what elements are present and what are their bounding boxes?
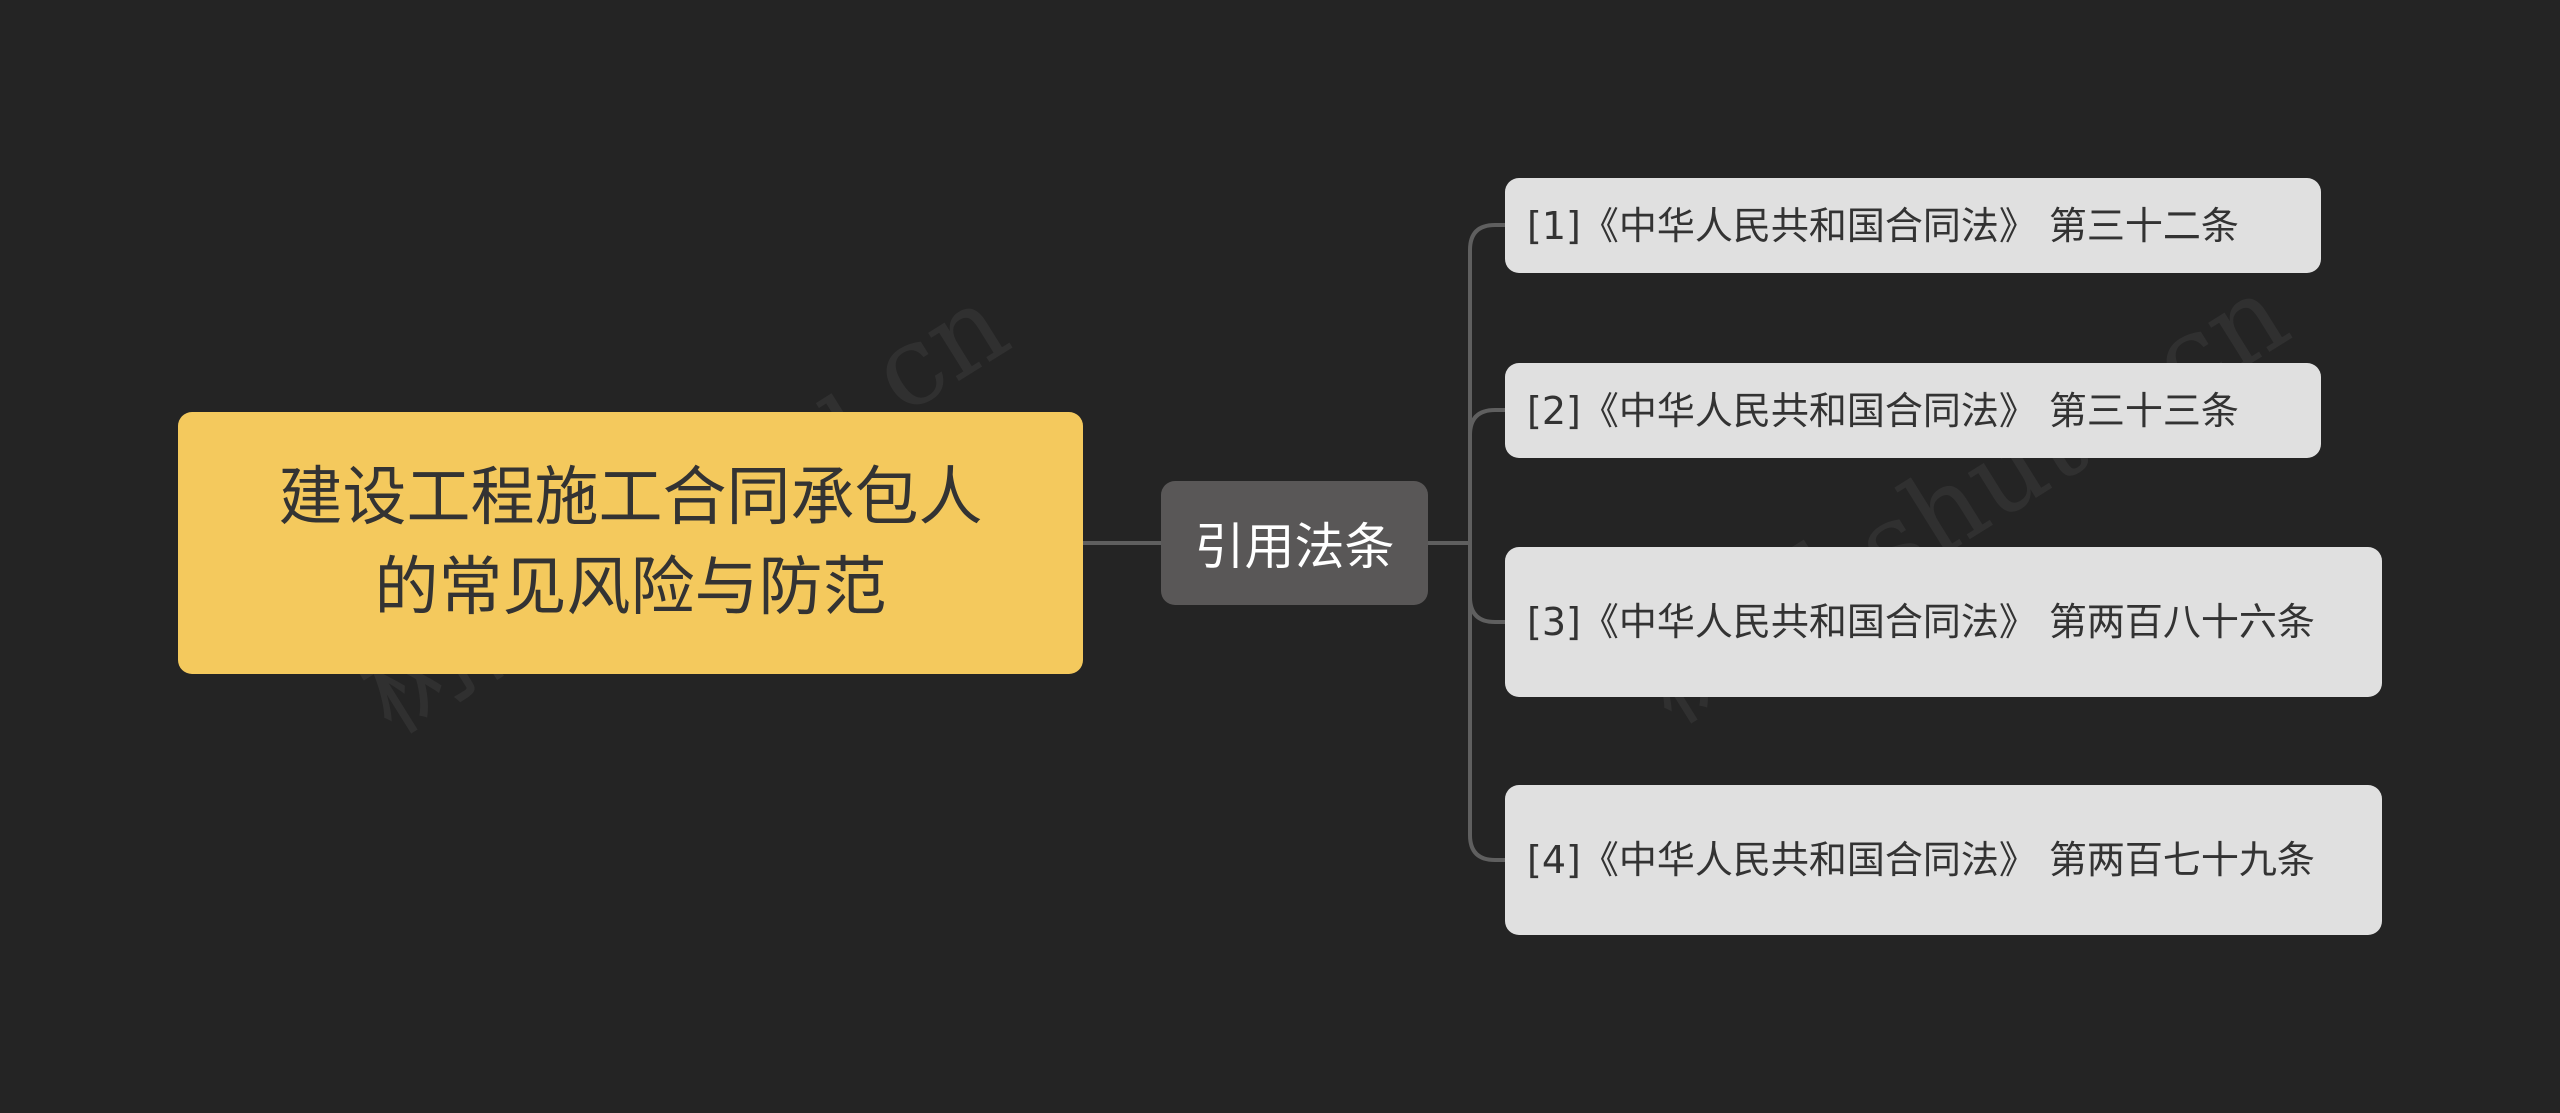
root-topic-text: 建设工程施工合同承包人 的常见风险与防范: [279, 453, 983, 633]
leaf-topic-node-3[interactable]: [3]《中华人民共和国合同法》 第两百八十六条: [1505, 547, 2382, 697]
branch-topic-label: 引用法条: [1194, 518, 1395, 576]
leaf-topic-label-3: [3]《中华人民共和国合同法》 第两百八十六条: [1527, 600, 2315, 644]
root-topic-line-2: 的常见风险与防范: [374, 551, 887, 625]
leaf-topic-node-2[interactable]: [2]《中华人民共和国合同法》 第三十三条: [1505, 363, 2321, 458]
trunk-to-leaf-1-connector: [1468, 223, 1505, 543]
leaf-topic-label-1: [1]《中华人民共和国合同法》 第三十二条: [1527, 203, 2239, 248]
trunk-to-leaf-2-connector: [1468, 408, 1505, 543]
leaf-topic-node-4[interactable]: [4]《中华人民共和国合同法》 第两百七十九条: [1505, 785, 2382, 935]
root-topic-node[interactable]: 建设工程施工合同承包人 的常见风险与防范: [178, 412, 1083, 674]
leaf-topic-label-4: [4]《中华人民共和国合同法》 第两百七十九条: [1527, 838, 2315, 882]
trunk-to-leaf-3-connector: [1468, 543, 1505, 624]
leaf-topic-node-1[interactable]: [1]《中华人民共和国合同法》 第三十二条: [1505, 178, 2321, 273]
branch-topic-node[interactable]: 引用法条: [1161, 481, 1428, 605]
leaf-topic-label-2: [2]《中华人民共和国合同法》 第三十三条: [1527, 388, 2239, 433]
root-topic-line-1: 建设工程施工合同承包人: [278, 461, 983, 535]
trunk-to-leaf-4-connector: [1468, 543, 1505, 862]
